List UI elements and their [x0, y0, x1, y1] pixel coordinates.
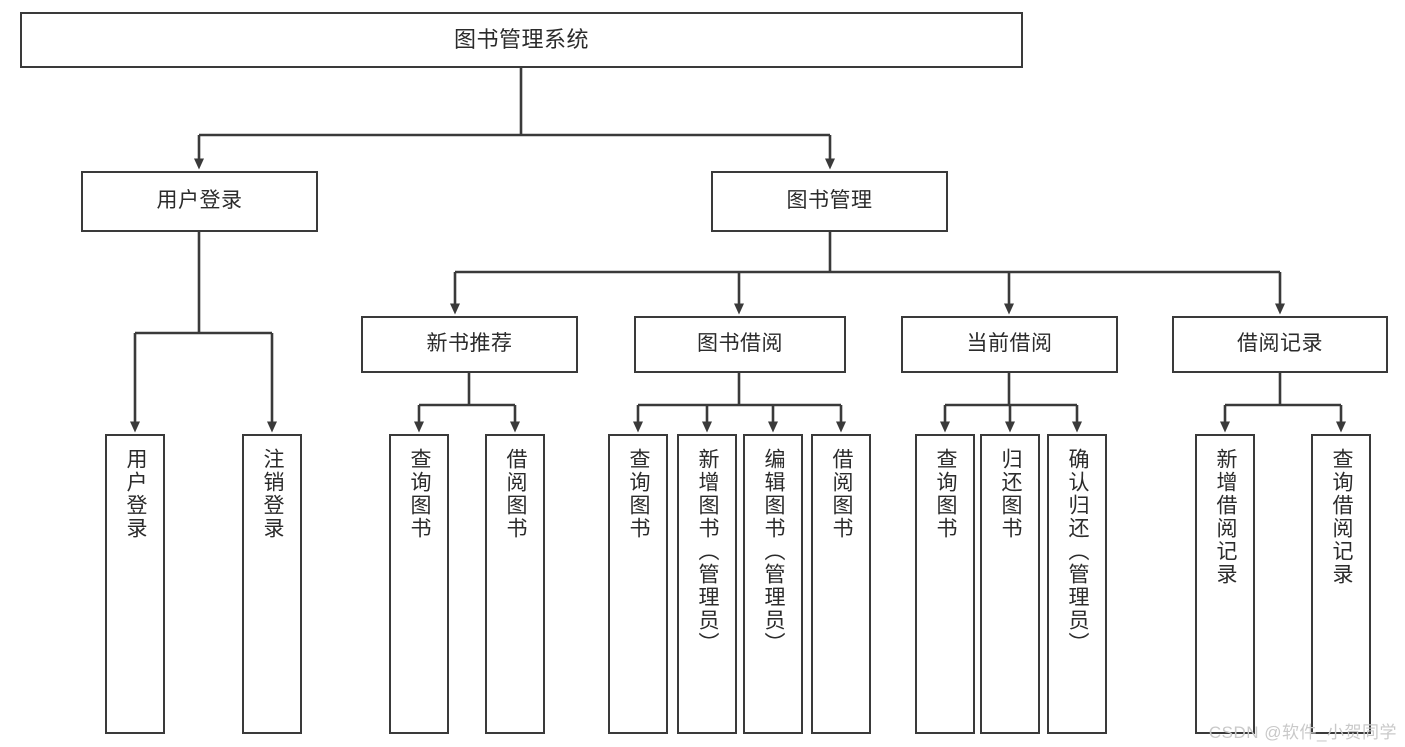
node-borrow-record[interactable]: 借阅记录 [1172, 316, 1388, 373]
leaf-logout[interactable]: 注销登录 [242, 434, 302, 734]
node-label: 图书借阅 [697, 332, 783, 356]
node-label: 借阅图书 [504, 448, 528, 540]
node-label: 归还图书 [999, 448, 1023, 540]
node-new-book-recommend[interactable]: 新书推荐 [361, 316, 578, 373]
leaf-bookborrow-add-book-admin[interactable]: 新增图书（管理员） [677, 434, 737, 734]
node-label: 编辑图书（管理员） [762, 448, 786, 655]
node-book-borrow[interactable]: 图书借阅 [634, 316, 846, 373]
node-label: 查询图书 [934, 448, 958, 540]
node-label: 借阅记录 [1237, 332, 1323, 356]
node-user-login[interactable]: 用户登录 [81, 171, 318, 232]
node-current-borrow[interactable]: 当前借阅 [901, 316, 1118, 373]
node-label: 借阅图书 [830, 448, 854, 540]
node-label: 查询图书 [627, 448, 651, 540]
leaf-borrowrecord-query-record[interactable]: 查询借阅记录 [1311, 434, 1371, 734]
node-label: 查询图书 [408, 448, 432, 540]
node-root-system[interactable]: 图书管理系统 [20, 12, 1023, 68]
node-label: 确认归还（管理员） [1066, 448, 1090, 655]
node-label: 注销登录 [261, 448, 285, 540]
leaf-newbook-query-book[interactable]: 查询图书 [389, 434, 449, 734]
leaf-currentborrow-confirm-return-admin[interactable]: 确认归还（管理员） [1047, 434, 1107, 734]
leaf-user-login[interactable]: 用户登录 [105, 434, 165, 734]
node-label: 查询借阅记录 [1330, 448, 1354, 586]
node-book-management[interactable]: 图书管理 [711, 171, 948, 232]
leaf-currentborrow-query-book[interactable]: 查询图书 [915, 434, 975, 734]
node-label: 新书推荐 [426, 332, 513, 356]
leaf-bookborrow-query-book[interactable]: 查询图书 [608, 434, 668, 734]
leaf-borrowrecord-add-record[interactable]: 新增借阅记录 [1195, 434, 1255, 734]
watermark: CSDN @软件_小贺同学 [1208, 723, 1397, 742]
leaf-bookborrow-borrow-book[interactable]: 借阅图书 [811, 434, 871, 734]
node-label: 图书管理系统 [453, 27, 589, 53]
node-label: 图书管理 [786, 189, 873, 213]
node-label: 用户登录 [124, 448, 148, 540]
leaf-bookborrow-edit-book-admin[interactable]: 编辑图书（管理员） [743, 434, 803, 734]
node-label: 新增图书（管理员） [696, 448, 720, 655]
leaf-currentborrow-return-book[interactable]: 归还图书 [980, 434, 1040, 734]
node-label: 用户登录 [156, 189, 243, 213]
node-label: 新增借阅记录 [1214, 448, 1238, 586]
node-label: 当前借阅 [966, 332, 1053, 356]
leaf-newbook-borrow-book[interactable]: 借阅图书 [485, 434, 545, 734]
